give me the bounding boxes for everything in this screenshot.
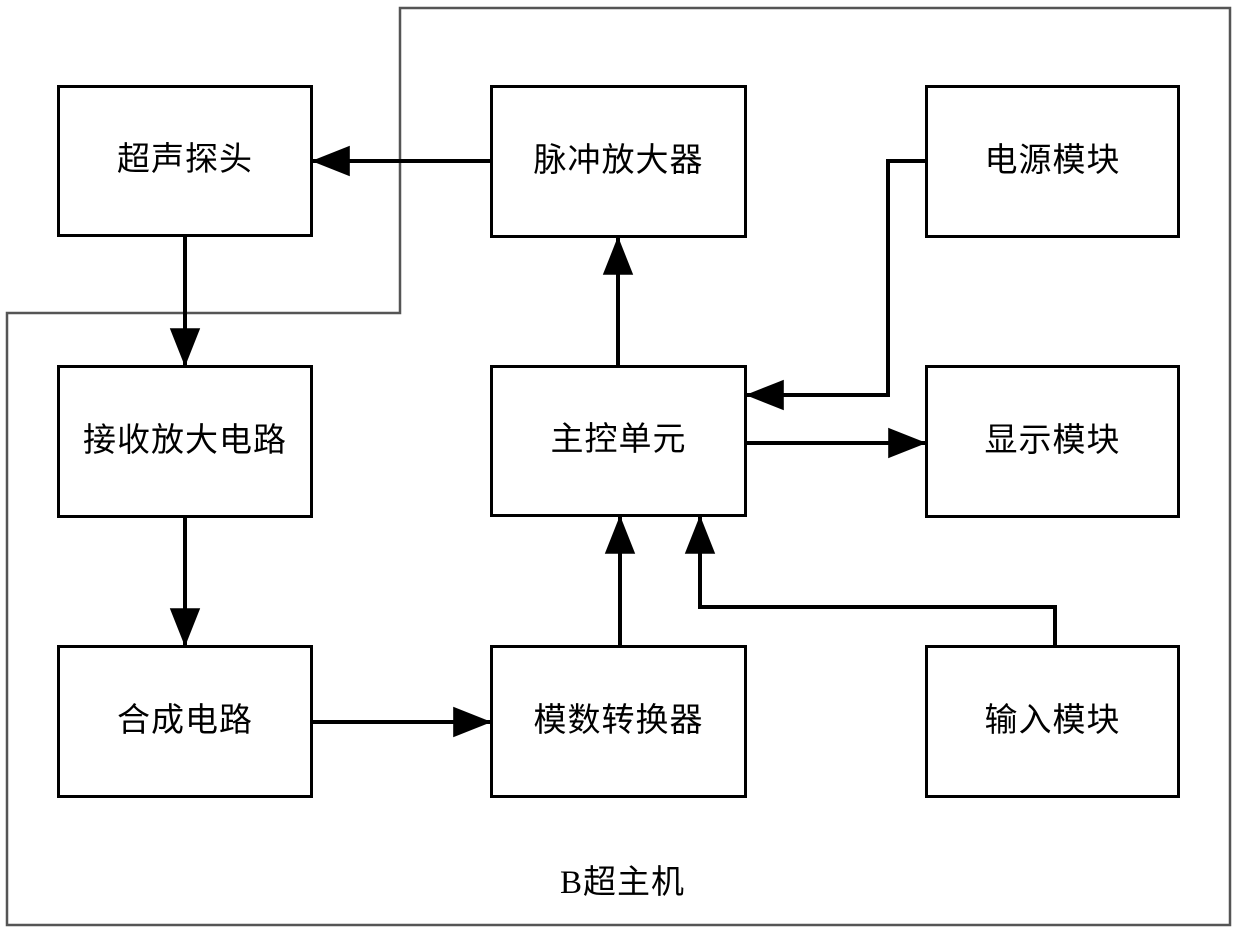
node-label-ultrasonic-probe: 超声探头: [117, 142, 253, 179]
node-ultrasonic-probe[interactable]: 超声探头: [57, 85, 313, 237]
edge-power-to-mcu: [745, 159, 925, 411]
node-input-module[interactable]: 输入模块: [925, 645, 1180, 798]
node-label-receive-amplifier-circuit: 接收放大电路: [83, 423, 287, 460]
node-label-synthesis-circuit: 合成电路: [117, 702, 253, 739]
node-synthesis-circuit[interactable]: 合成电路: [57, 645, 313, 798]
node-pulse-amplifier[interactable]: 脉冲放大器: [490, 85, 747, 238]
node-receive-amplifier-circuit[interactable]: 接收放大电路: [57, 365, 313, 518]
node-display-module[interactable]: 显示模块: [925, 365, 1180, 518]
node-label-display-module: 显示模块: [984, 422, 1121, 459]
node-power-module[interactable]: 电源模块: [925, 85, 1180, 238]
b-ultrasound-host-container: [5, 6, 1232, 927]
node-analog-digital-converter[interactable]: 模数转换器: [490, 645, 747, 798]
container-caption: B超主机: [560, 865, 686, 901]
connector-group: [169, 145, 1057, 738]
node-label-main-control-unit: 主控单元: [550, 422, 687, 459]
node-label-pulse-amplifier: 脉冲放大器: [533, 142, 704, 179]
node-label-power-module: 电源模块: [984, 142, 1121, 179]
node-label-analog-digital-converter: 模数转换器: [533, 702, 704, 739]
edge-input-to-mcu: [684, 515, 1057, 645]
node-main-control-unit[interactable]: 主控单元: [490, 365, 747, 517]
node-label-input-module: 输入模块: [984, 702, 1121, 739]
